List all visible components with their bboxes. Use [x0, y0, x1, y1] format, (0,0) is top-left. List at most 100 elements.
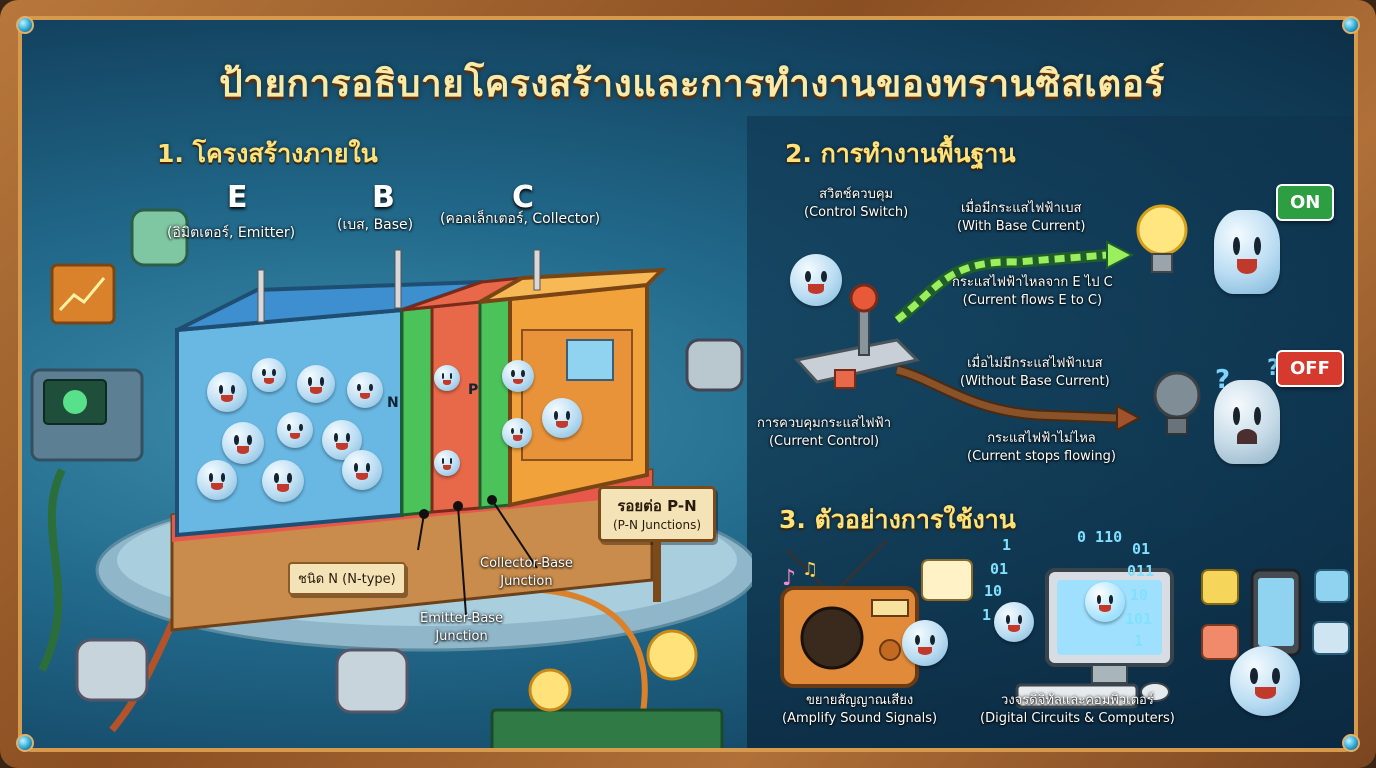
electron-character	[542, 398, 582, 438]
electron-character	[434, 450, 460, 476]
control-switch-en: (Control Switch)	[804, 204, 909, 220]
current-flow-path	[894, 251, 1108, 323]
robot-icon	[130, 208, 189, 267]
pn-sign-title: รอยต่อ P-N	[617, 497, 697, 515]
lightbulb-icon	[1153, 371, 1201, 419]
chart-monitor	[50, 263, 116, 325]
frame-rivet	[1342, 734, 1360, 752]
base-pin	[394, 249, 402, 309]
switch-operator-character	[790, 254, 842, 306]
electron-character	[297, 365, 335, 403]
control-switch-label: สวิตช์ควบคุม (Control Switch)	[804, 186, 908, 221]
binary-digit: 011	[1127, 562, 1155, 580]
circuit-board	[490, 708, 724, 748]
chat-icon	[1201, 624, 1239, 660]
amplify-label: ขยายสัญญาณเสียง (Amplify Sound Signals)	[782, 692, 937, 727]
speech-bubble-icon	[921, 559, 973, 601]
emitter-base-junction-label: Emitter-Base Junction	[420, 611, 504, 644]
electron-character	[222, 422, 264, 464]
with-base-label: เมื่อมีกระแสไฟฟ้าเบส (With Base Current)	[957, 200, 1085, 235]
without-base-th: เมื่อไม่มีกระแสไฟฟ้าเบส	[967, 356, 1103, 371]
electron-character	[277, 412, 313, 448]
arrow-icon	[1116, 404, 1142, 432]
robot-icon	[685, 338, 744, 392]
with-base-th: เมื่อมีกระแสไฟฟ้าเบส	[961, 201, 1082, 216]
digital-en: (Digital Circuits & Computers)	[980, 710, 1175, 726]
without-base-en: (Without Base Current)	[960, 373, 1110, 389]
off-sign: OFF	[1276, 350, 1344, 387]
base-label: (เบส, Base)	[337, 217, 414, 233]
arrow-icon	[1106, 240, 1135, 270]
current-control-th: การควบคุมกระแสไฟฟ้า	[757, 416, 892, 431]
frame-rivet	[16, 16, 34, 34]
current-flows-label: กระแสไฟฟ้าไหลจาก E ไป C (Current flows E…	[952, 274, 1113, 309]
amplify-th: ขยายสัญญาณเสียง	[805, 693, 914, 708]
electron-character	[207, 372, 247, 412]
current-stops-th: กระแสไฟฟ้าไม่ไหล	[987, 431, 1096, 446]
pn-sign-subtitle: (P-N Junctions)	[612, 518, 702, 532]
lightbulb-icon	[528, 668, 572, 712]
collector-label: (คอลเล็กเตอร์, Collector)	[440, 211, 601, 227]
binary-digit: 0 110	[1077, 528, 1123, 546]
electron-character	[197, 460, 237, 500]
pn-junction-sign: รอยต่อ P-N (P-N Junctions)	[598, 486, 716, 542]
emitter-letter: E	[227, 180, 248, 215]
robot-icon	[335, 648, 409, 714]
electron-character	[434, 365, 460, 391]
binary-digit: 10	[984, 582, 1003, 600]
digital-th: วงจรดิจิทัลและคอมพิวเตอร์	[1001, 693, 1154, 708]
digital-label: วงจรดิจิทัลและคอมพิวเตอร์ (Digital Circu…	[980, 692, 1175, 727]
binary-digit: 1	[982, 606, 992, 624]
binary-digit: 10	[1130, 586, 1149, 604]
music-note-icon: ♪	[782, 566, 796, 591]
lightbulb-icon	[646, 629, 698, 681]
computer-character	[994, 602, 1034, 642]
control-switch-th: สวิตช์ควบคุม	[819, 187, 894, 202]
current-stops-label: กระแสไฟฟ้าไม่ไหล (Current stops flowing)	[967, 430, 1116, 465]
section2-heading: 2. การทำงานพื้นฐาน	[785, 139, 1016, 168]
mouse-icon	[1140, 682, 1170, 702]
base-region	[430, 300, 482, 514]
sign-post	[653, 542, 661, 602]
ntype-tag: ชนิด N (N-type)	[288, 562, 406, 595]
binary-digit: 101	[1125, 610, 1153, 628]
happy-transistor-character	[1214, 210, 1280, 294]
electron-character	[252, 358, 286, 392]
board-background: ป้ายการอธิบายโครงสร้างและการทำงานของทราน…	[18, 16, 1358, 752]
collector-base-junction-label: Collector-Base Junction	[480, 556, 573, 589]
binary-digit: 01	[1132, 540, 1151, 558]
binary-digit: 1	[1002, 536, 1012, 554]
n-junction-strip	[400, 305, 434, 517]
binary-digit: 1	[1134, 632, 1144, 650]
amplify-en: (Amplify Sound Signals)	[782, 710, 938, 726]
current-control-label: การควบคุมกระแสไฟฟ้า (Current Control)	[757, 415, 891, 450]
layer-p-label: P	[468, 382, 479, 398]
electron-character	[347, 372, 383, 408]
keyboard-icon	[1015, 683, 1139, 709]
without-base-label: เมื่อไม่มีกระแสไฟฟ้าเบส (Without Base Cu…	[960, 355, 1110, 390]
on-sign: ON	[1276, 184, 1335, 221]
current-flows-en: (Current flows E to C)	[962, 292, 1103, 308]
base-letter: B	[372, 180, 395, 215]
lightbulb-icon	[1201, 569, 1239, 605]
current-stops-en: (Current stops flowing)	[967, 448, 1116, 464]
binary-digit: 01	[990, 560, 1009, 578]
frame-rivet	[1342, 16, 1360, 34]
lightbulb-icon	[1136, 204, 1188, 256]
layer-n-label: N	[387, 395, 399, 411]
current-flows-th: กระแสไฟฟ้าไหลจาก E ไป C	[952, 275, 1113, 290]
electron-character	[502, 360, 534, 392]
with-base-en: (With Base Current)	[957, 218, 1086, 234]
emitter-label: (อิมิตเตอร์, Emitter)	[167, 225, 296, 241]
screen-face	[1085, 582, 1125, 622]
sad-transistor-character	[1214, 380, 1280, 464]
electron-character	[502, 418, 532, 448]
lightbulb-icon	[1314, 569, 1350, 603]
music-note-icon: ♫	[802, 559, 818, 580]
p-junction-strip	[478, 297, 512, 510]
electron-character	[342, 450, 382, 490]
blocked-path	[896, 366, 1118, 422]
emitter-pin	[257, 269, 265, 323]
current-control-en: (Current Control)	[768, 433, 880, 449]
